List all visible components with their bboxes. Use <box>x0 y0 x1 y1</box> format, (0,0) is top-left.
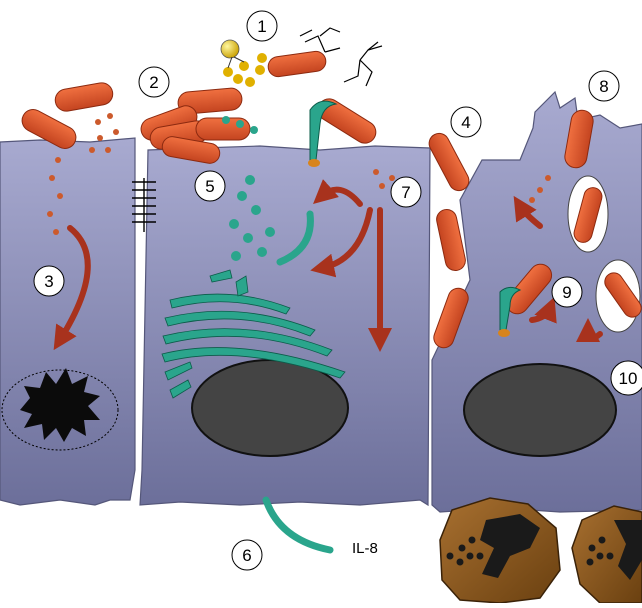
yellow-complex <box>221 40 267 87</box>
marker-5-label: 5 <box>205 177 214 196</box>
marker-9: 9 <box>552 277 582 307</box>
marker-2-label: 2 <box>149 73 158 92</box>
leukocyte-2 <box>572 506 642 603</box>
marker-6-label: 6 <box>242 546 251 565</box>
marker-5: 5 <box>195 171 225 201</box>
marker-3: 3 <box>34 266 64 296</box>
marker-1: 1 <box>247 11 277 41</box>
marker-4-label: 4 <box>461 113 470 132</box>
leukocyte-1 <box>440 498 560 603</box>
marker-1-label: 1 <box>257 17 266 36</box>
marker-9-label: 9 <box>562 283 571 302</box>
nucleus-middle <box>192 360 348 456</box>
antibody-1 <box>300 28 340 52</box>
marker-8-label: 8 <box>599 77 608 96</box>
marker-7-label: 7 <box>401 183 410 202</box>
marker-4: 4 <box>451 107 481 137</box>
nucleus-right <box>464 364 616 456</box>
il8-label: IL-8 <box>352 540 378 557</box>
marker-10-label: 10 <box>619 369 638 388</box>
marker-7: 7 <box>391 177 421 207</box>
marker-8: 8 <box>589 71 619 101</box>
marker-6: 6 <box>232 540 262 570</box>
marker-10: 10 <box>611 361 642 395</box>
marker-2: 2 <box>139 67 169 97</box>
marker-3-label: 3 <box>44 272 53 291</box>
antibody-2 <box>344 42 382 86</box>
